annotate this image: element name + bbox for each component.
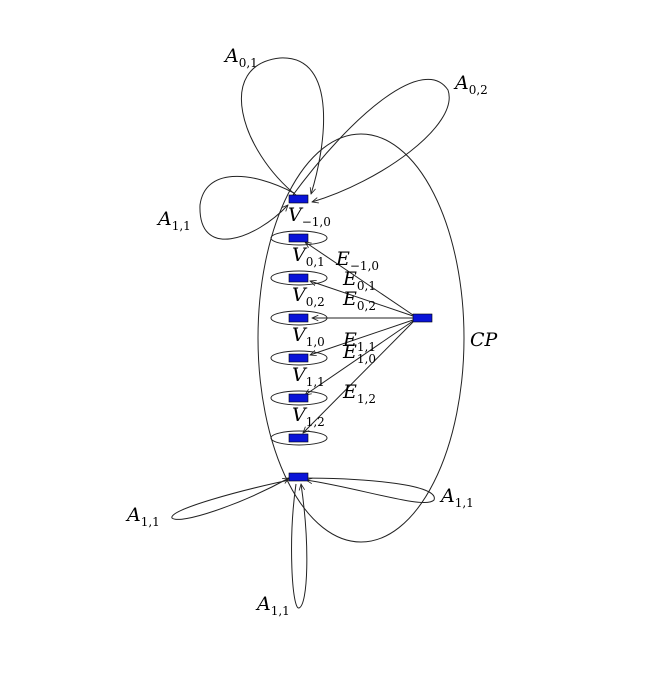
node-v-0-2 xyxy=(288,313,309,323)
edges xyxy=(303,242,414,433)
loop-a-1-1-bottom xyxy=(291,484,308,609)
node-hub xyxy=(412,313,433,323)
edge-label: E1,2 xyxy=(342,381,376,406)
vertex-ellipse xyxy=(270,390,328,406)
node-v-0-1 xyxy=(288,273,309,283)
loop-a-0-1 xyxy=(241,57,325,197)
loop-label: A0,1 xyxy=(223,45,258,70)
node-v-1-0 xyxy=(288,233,309,243)
node-top xyxy=(288,194,309,204)
edge-e-1-1 xyxy=(310,319,414,355)
vertex-ellipse xyxy=(270,430,328,446)
vertex-label: V−1,0 xyxy=(288,204,331,229)
node-bottom xyxy=(288,472,309,482)
edge-e-0-1 xyxy=(310,281,414,317)
node-v-1-1 xyxy=(288,393,309,403)
loop-a-1-1-left xyxy=(171,478,300,520)
vertex-ellipse xyxy=(270,230,328,246)
vertex-ellipse xyxy=(270,270,328,286)
loop-label: A1,1 xyxy=(156,208,191,233)
loop-label: A1,1 xyxy=(255,593,290,618)
node-v-1-2 xyxy=(288,433,309,443)
node-v-1-0b xyxy=(288,353,309,363)
edge-label: E1,0 xyxy=(342,341,376,366)
vertex-label: V0,1 xyxy=(292,244,325,269)
region-label-cp: CP xyxy=(470,329,499,351)
cp-region xyxy=(257,133,465,543)
loop-label: A1,1 xyxy=(439,485,474,510)
loop-a-0-2 xyxy=(289,78,450,202)
edge-label: E1,1 xyxy=(342,329,376,354)
loop-label: A0,2 xyxy=(453,72,488,97)
vertex-label: V1,0 xyxy=(292,324,325,349)
nodes xyxy=(288,194,433,482)
edge-e-1-2 xyxy=(303,321,414,433)
edge-label: E−1,0 xyxy=(335,248,379,273)
vertex-label: V0,2 xyxy=(292,284,325,309)
vertex-ellipse xyxy=(270,350,328,366)
loop-label: A1,1 xyxy=(125,504,160,529)
vertex-label: V1,2 xyxy=(292,404,325,429)
edge-label: E0,2 xyxy=(342,288,376,313)
vertex-label: V1,1 xyxy=(292,364,325,389)
loop-a-1-1-top xyxy=(199,175,295,240)
edge-label: E0,1 xyxy=(342,268,376,293)
loop-a-1-1-right xyxy=(298,477,435,504)
edge-e-1-0 xyxy=(305,320,414,395)
edge-e-m1-0 xyxy=(305,242,414,316)
